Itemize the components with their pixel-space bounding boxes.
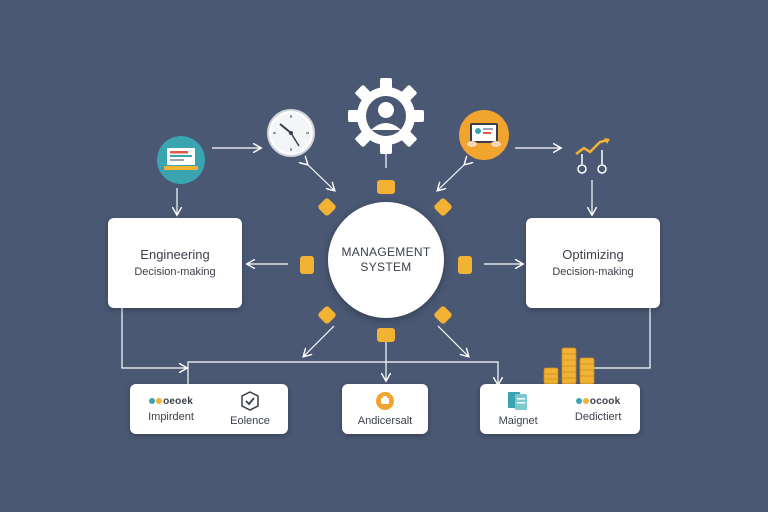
clock-icon [266, 108, 316, 163]
ring-segment [300, 256, 314, 274]
brand-logo: oeoek [149, 396, 193, 407]
bottom-left-card: oeoek Impirdent Eolence [130, 384, 288, 434]
optimizing-subtitle: Decision-making [552, 266, 634, 278]
coin-stack-icon [542, 344, 596, 391]
andicersalt-label: Andicersalt [357, 415, 413, 427]
gear-person-icon [346, 76, 426, 161]
tablet-icon [459, 110, 509, 160]
document-icon [508, 392, 528, 410]
engineering-box: Engineering Decision-making [108, 218, 242, 308]
eolence-label: Eolence [230, 415, 270, 427]
ring-segment [377, 180, 395, 194]
growth-chart-icon [574, 136, 612, 183]
bottom-center-card: Andicersalt [342, 384, 428, 434]
impirdent-cell: oeoek Impirdent [148, 396, 194, 423]
engineering-title: Engineering [140, 247, 210, 262]
badge-icon [375, 392, 394, 410]
bottom-right-card: Maignet ocook Dedictiert [480, 384, 640, 434]
ring-segment [377, 328, 395, 342]
laptop-icon [157, 136, 205, 184]
dedictiert-label: Dedictiert [574, 410, 622, 423]
dedictiert-cell: ocook Dedictiert [575, 396, 621, 423]
andicersalt-cell: Andicersalt [358, 391, 412, 427]
optimizing-title: Optimizing [562, 247, 624, 262]
center-line1: MANAGEMENT [341, 245, 431, 259]
management-system-node: MANAGEMENT SYSTEM [328, 202, 444, 318]
eolence-cell: Eolence [230, 391, 270, 427]
maignet-label: Maignet [498, 415, 538, 427]
maignet-cell: Maignet [499, 391, 538, 427]
impirdent-label: Impirdent [148, 410, 194, 423]
check-icon [241, 391, 259, 411]
brand-logo: ocook [575, 396, 620, 407]
center-line2: SYSTEM [360, 260, 412, 274]
engineering-subtitle: Decision-making [134, 266, 216, 278]
ring-segment [458, 256, 472, 274]
optimizing-box: Optimizing Decision-making [526, 218, 660, 308]
